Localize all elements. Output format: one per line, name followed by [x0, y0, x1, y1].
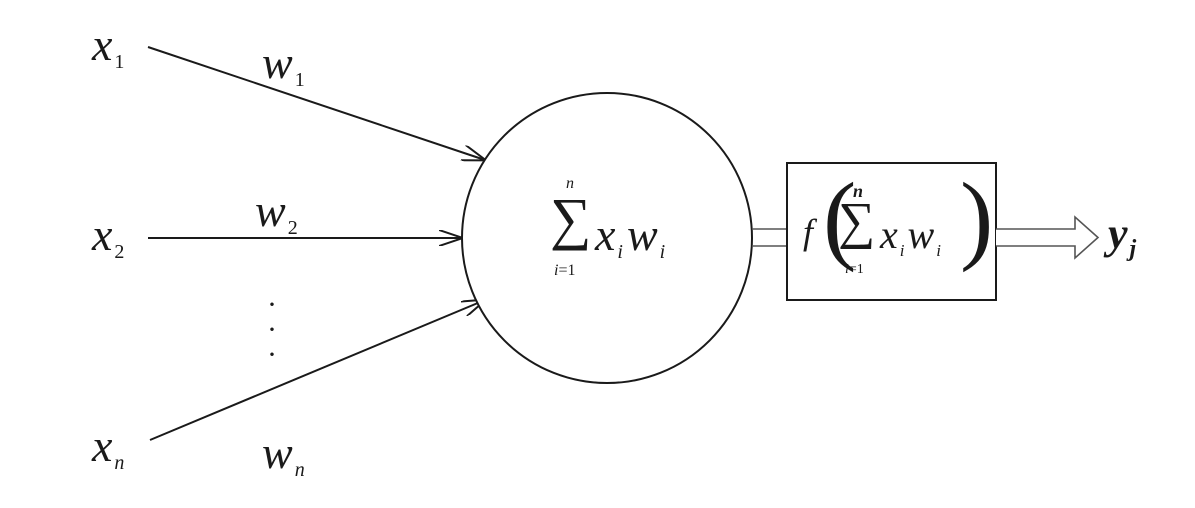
- ellipsis-dot-1: ·: [267, 288, 277, 321]
- activation-f: f: [803, 212, 814, 252]
- sigma-symbol: ∑: [550, 186, 592, 251]
- ellipsis-dot-2: ·: [267, 313, 277, 346]
- sum-upper-limit: n: [566, 175, 574, 192]
- activation-lower-limit: i=1: [845, 262, 864, 277]
- input-arrow-1: [147, 46, 485, 160]
- sum-lower-limit: i=1: [554, 262, 576, 279]
- output-yj-label: yj: [1108, 209, 1137, 262]
- activation-open-paren: (: [823, 162, 857, 273]
- ellipsis-dot-3: ·: [267, 338, 277, 371]
- output-arrow: [996, 215, 1100, 260]
- activation-upper-limit: n: [853, 181, 864, 201]
- activation-close-paren: ): [960, 162, 994, 273]
- neuron-circle: [461, 92, 753, 384]
- activation-sigma: ∑: [838, 193, 876, 250]
- input-arrow-n: [149, 300, 485, 441]
- activation-box: [786, 162, 997, 301]
